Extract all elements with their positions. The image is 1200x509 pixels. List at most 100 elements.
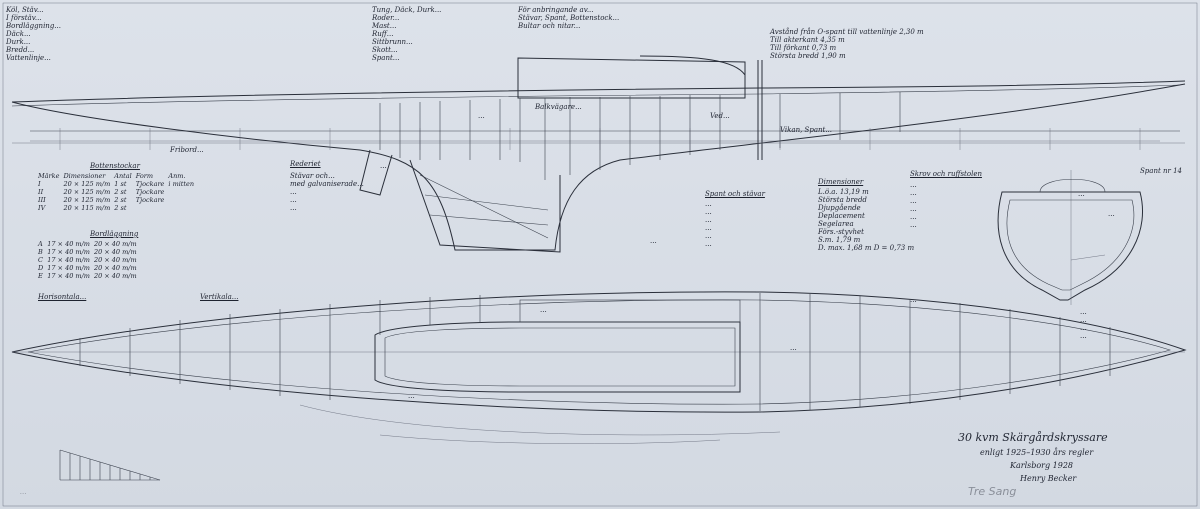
plan-view <box>11 291 1187 481</box>
note-line: Bredd... <box>6 46 35 55</box>
bilge-curve <box>299 404 781 436</box>
profile-annotation-5: ... <box>478 112 485 120</box>
profile-annotation-2: Balkvägare... <box>535 103 582 111</box>
profile-annotation-7: ... <box>380 162 387 170</box>
right-bottom-note: ... <box>910 296 917 304</box>
right-block-1-text: ... ... ... ... ... ... <box>705 200 712 249</box>
table-row: II 20 × 125 m/m 2 st Tjockare <box>38 188 165 196</box>
note-line: Spant... <box>372 54 400 63</box>
note-line: Durk... <box>6 38 31 47</box>
frame-label: Spant nr 14 <box>1140 167 1182 175</box>
cabin-house <box>517 57 746 99</box>
mid-left-title: Bordläggning <box>90 230 139 238</box>
section-outline <box>997 191 1144 301</box>
left-table: Märke Dimensioner Antal Form Anm. I 20 ×… <box>38 172 198 212</box>
spec-row: Djupgående <box>818 204 861 213</box>
block-heading-1: Horisontala... <box>38 293 87 301</box>
profile-annotation-3: Fribord... <box>170 146 204 154</box>
section-inner <box>1006 199 1135 291</box>
spec-title: Dimensioner <box>818 178 864 186</box>
measure-row: Till akterkant 4,35 m <box>770 36 845 45</box>
note-line: Köl, Stäv... <box>6 6 44 14</box>
title-block-line: Karlsborg 1928 <box>1010 461 1074 470</box>
plan-frames-upper <box>79 293 1111 352</box>
cabin-roof-curve <box>639 55 746 76</box>
cockpit-outline <box>374 321 741 393</box>
spec-row: D. max. 1,68 m D = 0,73 m <box>818 244 915 253</box>
note-line: För anbringande av... <box>518 6 594 14</box>
deck-edge <box>27 299 1172 405</box>
section-annotation-1: ... <box>1078 190 1085 198</box>
title-block-line: enligt 1925–1930 års regler <box>980 448 1094 457</box>
section-callout <box>1070 254 1106 261</box>
note-line: Bordläggning... <box>6 22 61 31</box>
archive-stamp: ... <box>20 488 27 496</box>
plan-annotation-1: ... <box>540 306 547 314</box>
profile-annotation-6: ... <box>650 237 657 245</box>
fin-keel <box>409 159 561 253</box>
spec-row: S.m. 1,79 m <box>818 236 861 245</box>
note-line: Sittbrunn... <box>372 38 413 47</box>
right-note: ... ... ... ... <box>1080 308 1087 341</box>
note-line: Roder... <box>372 14 400 23</box>
plan-frames-lower <box>79 352 1111 411</box>
cockpit-inner <box>384 327 736 387</box>
block-heading-2: Vertikala... <box>200 293 239 301</box>
rudder <box>359 149 393 196</box>
table-row: III 20 × 125 m/m 2 st Tjockare <box>38 196 165 204</box>
note-line: Bultar och nitar... <box>518 22 581 31</box>
measurements-list: Avstånd från O-spant till vattenlinje 2,… <box>770 28 970 60</box>
side-profile <box>11 55 1186 253</box>
spec-row: L.ö.a. 13,19 m <box>818 188 869 196</box>
station-ticks <box>59 128 1141 150</box>
note-line: Vattenlinje... <box>6 54 51 63</box>
right-block-2-text: ... ... ... ... ... ... <box>910 181 917 230</box>
spec-row: Förs.-styvhet <box>818 228 864 237</box>
measure-row: Avstånd från O-spant till vattenlinje 2,… <box>770 28 924 36</box>
spec-row: Segelarea <box>818 220 854 229</box>
plan-annotation-3: ... <box>790 344 797 352</box>
deck-line <box>11 84 1181 107</box>
notes-top-right-mid: För anbringande av... Stävar, Spant, Bot… <box>518 6 718 30</box>
cabin-plan-top <box>519 299 741 323</box>
table-row: IV 20 × 115 m/m 2 st <box>38 204 127 212</box>
note-line: I förstäv... <box>6 14 42 23</box>
measure-row: Till förkant 0,73 m <box>770 44 837 53</box>
left-table-title: Bottenstockar <box>90 162 140 170</box>
table-row: I 20 × 125 m/m 1 st Tjockare i mitten <box>38 180 195 188</box>
pencil-name: Tre Sang <box>968 485 1017 498</box>
keel-hatch-3 <box>429 214 549 226</box>
note-line: Tung, Däck, Durk... <box>372 6 442 14</box>
keel-plan <box>379 434 721 444</box>
table-row: Märke Dimensioner Antal Form Anm. <box>38 172 186 180</box>
note-line: Mast... <box>372 22 397 31</box>
title-block-line: Henry Becker <box>1020 474 1077 483</box>
spec-row: Deplacement <box>818 212 865 221</box>
measure-row: Största bredd 1,90 m <box>770 52 846 61</box>
center-block-title: Rederiet <box>290 160 321 168</box>
hull-outline <box>11 291 1187 413</box>
profile-annotation-1: Vikan, Spant... <box>780 126 832 134</box>
spec-table: L.ö.a. 13,19 m Största bredd Djupgående … <box>818 188 915 253</box>
center-block-text: Stävar och... med galvaniserade... ... .… <box>290 172 364 213</box>
note-line: Ruff... <box>372 30 394 39</box>
notes-top-mid: Tung, Däck, Durk... Roder... Mast... Ruf… <box>372 6 512 62</box>
right-block-2-title: Skrov och ruffstolen <box>910 170 982 178</box>
note-line: Däck... <box>6 30 31 39</box>
section-annotation-2: ... <box>1108 210 1115 218</box>
plan-annotation-2: ... <box>408 392 415 400</box>
hull-bottom <box>11 83 1186 251</box>
note-line: Skott... <box>372 46 398 55</box>
keel-hatch-1 <box>419 174 549 239</box>
title-block-title: 30 kvm Skärgårdskryssare <box>958 431 1108 444</box>
profile-annotation-4: Ved... <box>710 112 730 120</box>
